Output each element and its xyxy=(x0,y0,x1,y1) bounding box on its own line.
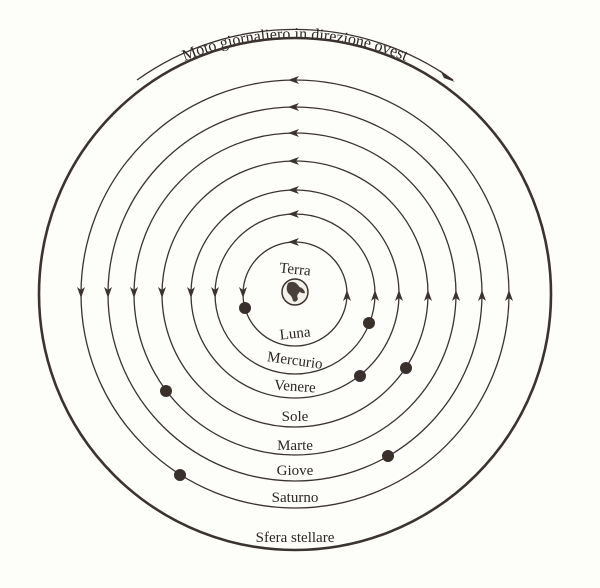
arrow-up-icon xyxy=(424,290,432,301)
arrow-up-icon xyxy=(343,290,351,301)
daily-motion-arrowhead-icon xyxy=(440,70,455,82)
label-giove: Giove xyxy=(277,463,314,479)
label-venere: Venere xyxy=(274,378,317,397)
planet-mercurio xyxy=(363,317,375,329)
arrow-up-icon xyxy=(478,290,486,301)
planet-saturno xyxy=(174,469,186,481)
label-saturno: Saturno xyxy=(272,490,319,506)
planet-giove xyxy=(382,450,394,462)
arrow-down-icon xyxy=(211,287,219,298)
arrow-left-icon xyxy=(288,210,299,218)
arrow-left-icon xyxy=(288,238,299,246)
orbits xyxy=(77,76,513,509)
daily-motion-label: Moto giornaliero in direzione ovest xyxy=(180,26,411,65)
arrow-left-icon xyxy=(288,157,299,165)
arrow-left-icon xyxy=(288,186,299,194)
arrow-up-icon xyxy=(452,290,460,301)
planet-luna xyxy=(239,302,251,314)
arrow-up-icon xyxy=(505,290,513,301)
arrow-down-icon xyxy=(130,287,138,298)
label-marte: Marte xyxy=(277,438,313,454)
planet-marte xyxy=(160,385,172,397)
label-sole: Sole xyxy=(282,409,309,425)
arrow-down-icon xyxy=(187,287,195,298)
arrow-left-icon xyxy=(288,103,299,111)
stellar-sphere xyxy=(37,36,553,552)
earth-label: Terra xyxy=(279,260,312,279)
arrow-down-icon xyxy=(158,287,166,298)
arrow-down-icon xyxy=(239,287,247,298)
earth-icon xyxy=(281,278,309,306)
label-luna: Luna xyxy=(279,324,312,343)
planet-venere xyxy=(354,370,366,382)
label-mercurio: Mercurio xyxy=(266,349,323,373)
arrow-down-icon xyxy=(77,287,85,298)
arrow-up-icon xyxy=(371,290,379,301)
arrow-up-icon xyxy=(395,290,403,301)
planet-sole xyxy=(400,362,412,374)
arrow-left-icon xyxy=(288,76,299,84)
daily-motion-arrow xyxy=(136,28,454,81)
label-sfera-stellare: Sfera stellare xyxy=(256,530,335,546)
arrow-down-icon xyxy=(104,287,112,298)
arrow-left-icon xyxy=(288,129,299,137)
